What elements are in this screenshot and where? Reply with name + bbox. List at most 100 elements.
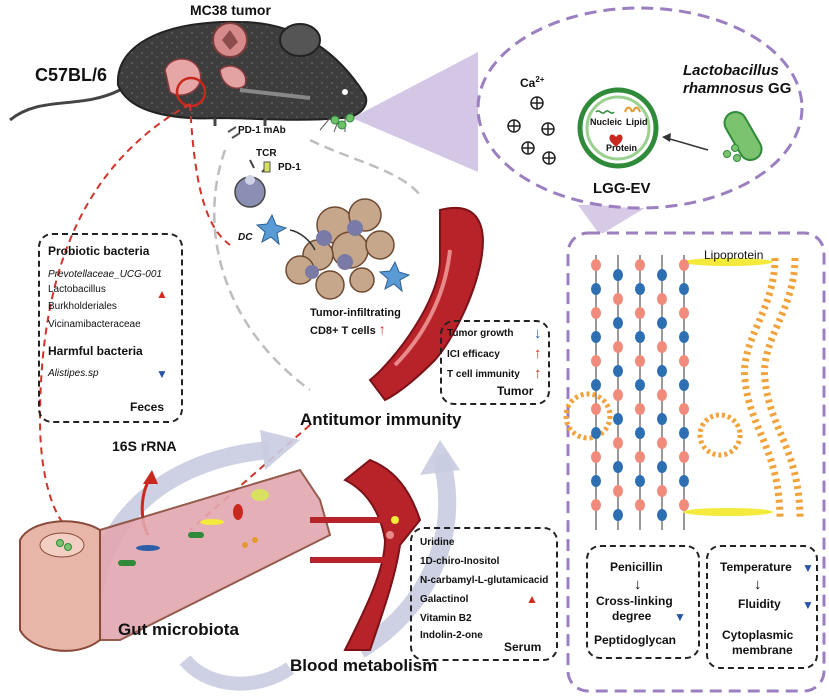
peptidoglycan-node [591, 451, 601, 463]
peptidoglycan-node [613, 293, 623, 305]
serum-up-triangle: ▲ [526, 592, 538, 606]
lgg-ev-label: LGG-EV [593, 180, 651, 197]
pd1-mab-icon [227, 126, 241, 139]
antitumor-immunity-title: Antitumor immunity [300, 410, 462, 429]
peptidoglycan-node [591, 283, 601, 295]
probiotic-item: Prevotellaceae_UCG-001 [48, 269, 162, 281]
peptidoglycan-node [613, 341, 623, 353]
probiotic-item: Burkholderiales [48, 301, 117, 312]
ev-vesicle-left [563, 391, 613, 441]
feces-connector [38, 103, 191, 531]
probiotic-item: Vicinamibacteraceae [48, 319, 141, 330]
temperature-label: Temperature [720, 560, 792, 574]
peptidoglycan-node [635, 283, 645, 295]
peptidoglycan-node [679, 451, 689, 463]
cycle-arrow-right [355, 452, 457, 658]
serum-item: Galactinol [420, 594, 469, 605]
peptidoglycan-node [679, 403, 689, 415]
peptidoglycan-node [635, 451, 645, 463]
peptidoglycan-node [657, 293, 667, 305]
lipoprotein-bar-top [683, 258, 773, 266]
tumor-item: Tumor growth [447, 328, 514, 339]
serum-item: Uridine [420, 537, 455, 548]
tumor-cluster [285, 198, 395, 300]
lgg-name-line1: Lactobacillus [683, 62, 779, 79]
lgg-name-line2: rhamnosus GG [683, 80, 792, 97]
t-cell-immunity-up-arrow: ↑ [534, 365, 542, 382]
feces-box: Probiotic bacteria Prevotellaceae_UCG-00… [38, 233, 183, 423]
membrane-panel [566, 231, 826, 693]
cross-linking-label: Cross-linking [596, 594, 673, 608]
probiotic-up-triangle: ▲ [156, 287, 168, 301]
peptidoglycan-node [613, 317, 623, 329]
peptidoglycan-node [657, 509, 667, 521]
peptidoglycan-node [657, 317, 667, 329]
peptidoglycan-node [613, 413, 623, 425]
pd1-label: PD-1 [278, 162, 301, 173]
cytoplasmic-bilayer [761, 257, 804, 521]
serum-item: Vitamin B2 [420, 613, 472, 624]
tumor-box: Tumor growth ↓ ICI efficacy ↑ T cell imm… [440, 320, 550, 405]
til-label-line1: Tumor-infiltrating [310, 307, 401, 319]
peptidoglycan-node [591, 427, 601, 439]
peptidoglycan-node [613, 269, 623, 281]
peptidoglycan-node [657, 389, 667, 401]
dendritic-cell-icon [255, 213, 288, 246]
tcr-label: TCR [256, 148, 277, 159]
lipoprotein-label: Lipoprotein [704, 248, 764, 262]
ev-projection-cone [352, 52, 478, 172]
intestine-illustration [19, 468, 332, 652]
peptidoglycan-node [679, 427, 689, 439]
ca-ion-icons [507, 96, 556, 165]
cytoplasmic-membrane-box: Temperature ▼ ↓ Fluidity ▼ Cytoplasmic m… [706, 545, 818, 669]
lgg-dot [330, 115, 340, 125]
rrna-label: 16S rRNA [112, 438, 177, 454]
lipoprotein-bar-bottom [683, 508, 773, 516]
serum-footer: Serum [504, 640, 542, 654]
serum-item: Indolin-2-one [420, 630, 483, 641]
pd1-receptor-icon [263, 161, 271, 173]
peptidoglycan-node [635, 499, 645, 511]
temperature-down-arrow: ↓ [754, 576, 762, 593]
probiotic-title: Probiotic bacteria [48, 244, 150, 258]
peptidoglycan-node [591, 331, 601, 343]
peptidoglycan-node [591, 475, 601, 487]
tumor-footer: Tumor [497, 384, 534, 398]
probiotic-item: Lactobacillus [48, 284, 106, 295]
peptidoglycan-node [679, 331, 689, 343]
harmful-title: Harmful bacteria [48, 344, 143, 358]
pd1-mab-label: PD-1 mAb [238, 125, 286, 136]
peptidoglycan-node [657, 413, 667, 425]
peptidoglycan-node [657, 485, 667, 497]
peptidoglycan-node [591, 499, 601, 511]
probiotic-item-text: Prevotellaceae_UCG-001 [48, 269, 162, 280]
peptidoglycan-node [679, 379, 689, 391]
harmful-down-triangle: ▼ [156, 367, 168, 381]
peptidoglycan-node [591, 403, 601, 415]
temperature-down-triangle: ▼ [802, 561, 814, 575]
blood-metabolism-title: Blood metabolism [290, 656, 438, 675]
peptidoglycan-box: Penicillin ↓ Cross-linking degree ▼ Pept… [586, 545, 700, 659]
nucleic-label: Nucleic [590, 117, 623, 127]
peptidoglycan-node [657, 437, 667, 449]
ev-vesicle-right [697, 412, 743, 458]
til-up-arrow: ↑ [378, 321, 386, 337]
peptidoglycan-node [591, 355, 601, 367]
mc38-tumor-label: MC38 tumor [190, 2, 271, 18]
mouse-strain-label: C57BL/6 [35, 65, 108, 85]
peptidoglycan-node [635, 379, 645, 391]
gut-connector [189, 103, 231, 246]
peptidoglycan-node [613, 461, 623, 473]
peptidoglycan-node [635, 475, 645, 487]
peptidoglycan-footer: Peptidoglycan [594, 633, 677, 647]
peptidoglycan-node [657, 341, 667, 353]
peptidoglycan-node [613, 437, 623, 449]
til-label-line2: CD8+ T cells ↑ [310, 321, 386, 337]
fluidity-label: Fluidity [738, 597, 781, 611]
peptidoglycan-node [679, 307, 689, 319]
crosslink-down-triangle: ▼ [674, 610, 686, 624]
peptidoglycan-node [613, 389, 623, 401]
peptidoglycan-node [613, 365, 623, 377]
peptidoglycan-node [635, 307, 645, 319]
peptidoglycan-node [679, 259, 689, 271]
